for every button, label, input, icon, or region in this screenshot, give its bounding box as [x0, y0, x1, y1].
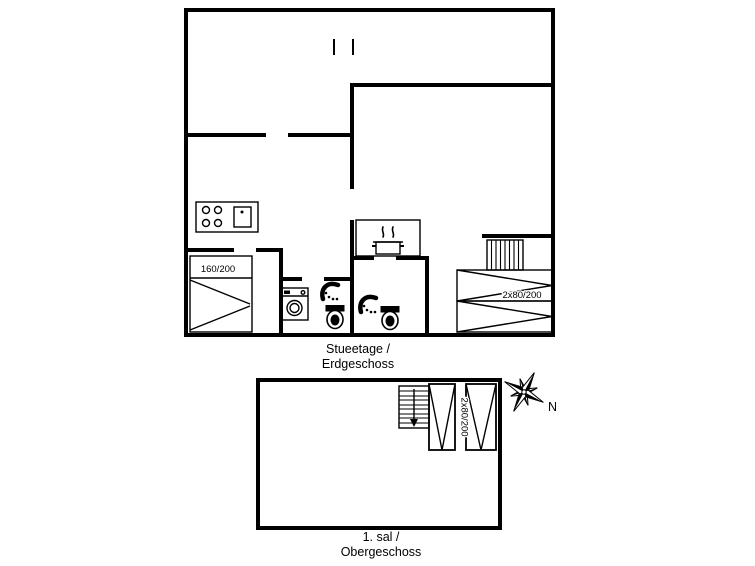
- double-bed: 160/200: [189, 255, 253, 333]
- cooking-pot-icon: [372, 226, 404, 255]
- stairs-down-icon: [398, 385, 430, 429]
- upper-twin-beds: 2x80/200: [428, 383, 497, 451]
- ground-floor-plan: 160/200: [184, 8, 555, 371]
- shower-icon: [320, 281, 341, 302]
- ground-outer-walls: [184, 8, 555, 337]
- stairs-icon: [486, 239, 524, 271]
- toilet-icon: [325, 305, 345, 330]
- twin-beds: 2x80/200: [456, 269, 553, 333]
- stairs-down-arrow: [410, 419, 418, 427]
- kitchen-counter: [355, 219, 421, 257]
- upper-floor-caption-line2: Obergeschoss: [341, 545, 422, 559]
- compass-north-label: N: [548, 400, 557, 414]
- ground-floor-caption-line1: Stueetage /: [326, 342, 390, 356]
- kitchen-hob-icon: [195, 201, 259, 233]
- upper-twin-beds-size-label: 2x80/200: [459, 397, 470, 436]
- twin-beds-size-label: 2x80/200: [502, 290, 541, 301]
- shower-icon: [358, 294, 379, 315]
- washing-machine-icon: [280, 287, 309, 321]
- double-bed-size-label: 160/200: [201, 264, 235, 275]
- chimney-marks: [333, 39, 354, 55]
- upper-floor-caption-line1: 1. sal /: [363, 530, 400, 544]
- upper-outer-walls: [256, 378, 502, 530]
- ground-floor-caption-line2: Erdgeschoss: [322, 357, 394, 371]
- toilet-icon: [380, 306, 400, 331]
- upper-floor-plan: 2x80/200 1. sal / Obergeschoss: [256, 378, 502, 559]
- compass-rose-icon: [504, 372, 544, 412]
